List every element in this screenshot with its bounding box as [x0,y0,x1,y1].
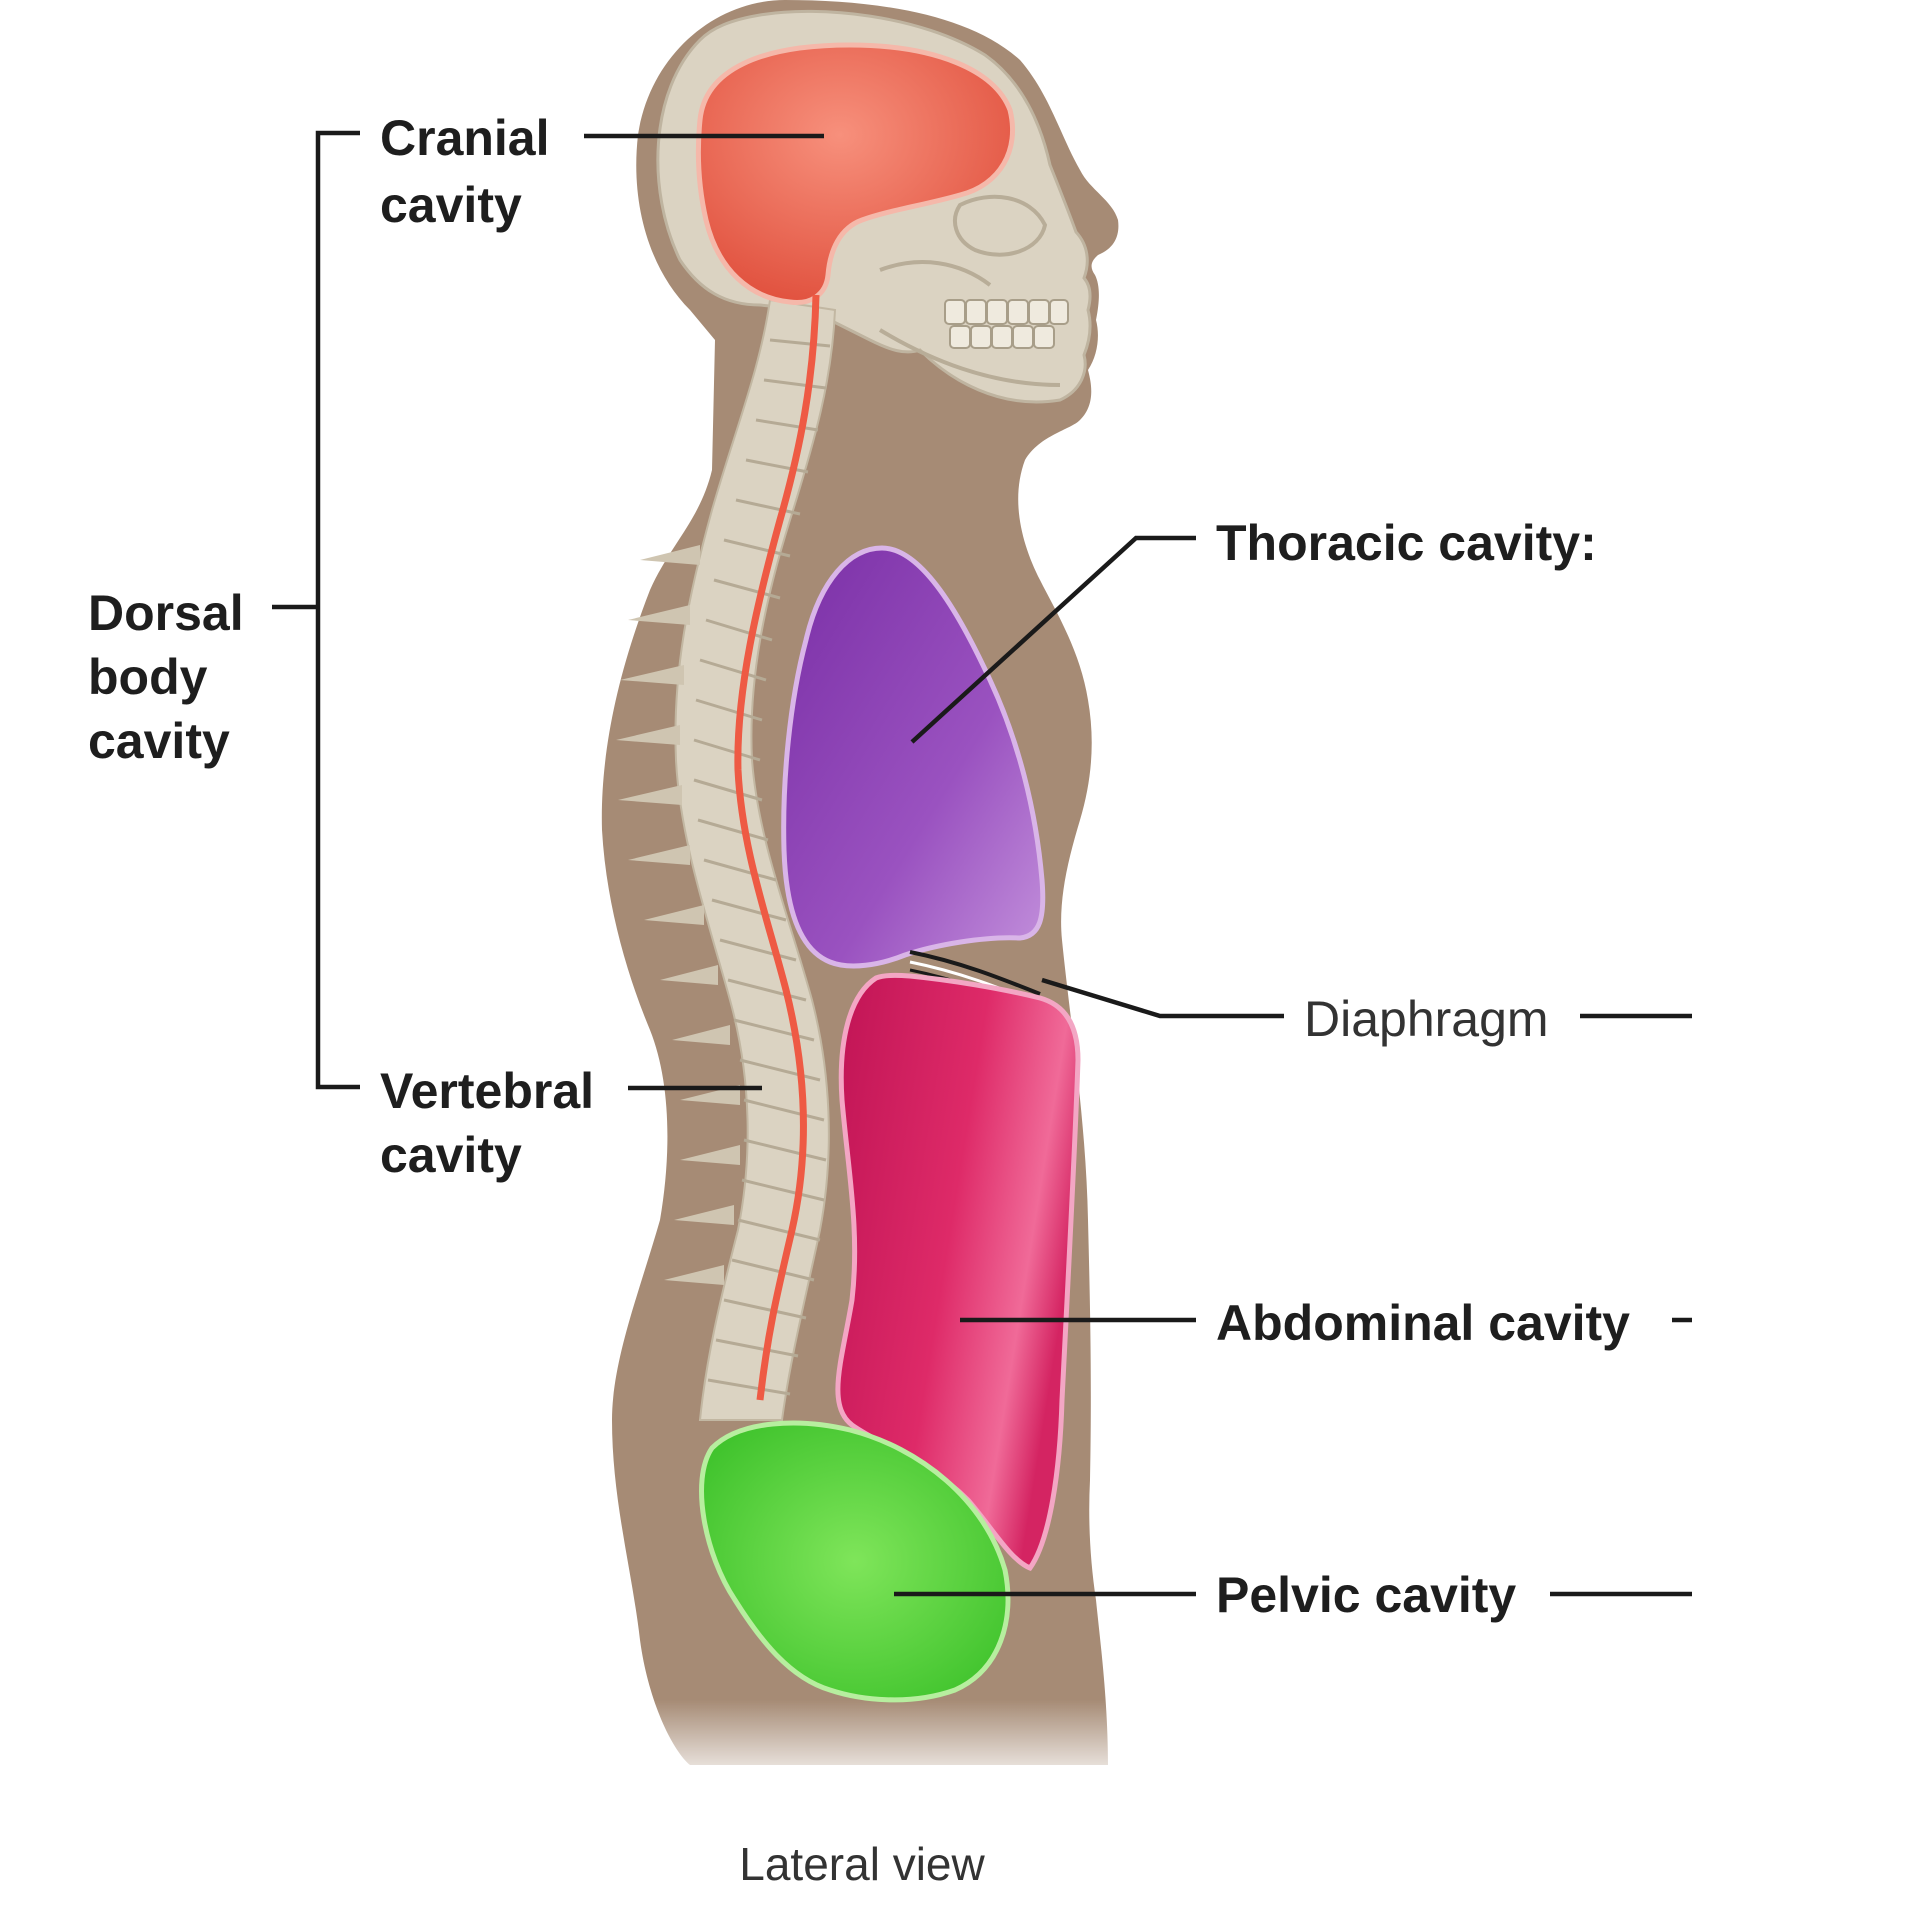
diaphragm-label: Diaphragm [1304,991,1549,1047]
thoracic-label: Thoracic cavity: [1216,515,1597,571]
view-caption: Lateral view [739,1838,985,1890]
spinous-processes [616,545,740,1285]
pelvic-cavity-region [699,1420,1011,1703]
diaphragm-leader [1041,977,1284,1019]
leader-lines [272,130,1692,1597]
abdominal-label: Abdominal cavity [1216,1295,1630,1351]
vertebrae-segments [693,338,831,1396]
spinal-cord [734,294,820,1401]
cranial-label-line1: Cranial [380,110,550,166]
bottom-fade [560,1700,1160,1790]
jaw-line [878,328,1061,387]
cranial-cavity-region [695,42,1016,306]
dorsal-label-line2: body [88,649,208,705]
dorsal-label-line1: Dorsal [88,585,244,641]
thoracic-leader [910,535,1196,744]
skull-orbit [953,194,1048,257]
cranial-label-line2: cavity [380,177,522,233]
abdominal-cavity-region [835,972,1081,1572]
pelvic-label: Pelvic cavity [1216,1567,1516,1623]
thoracic-cavity-region [781,545,1046,969]
vertebral-label-line2: cavity [380,1127,522,1183]
dorsal-label-line3: cavity [88,713,230,769]
dorsal-bracket [315,130,360,1090]
skull-cheekbone [879,260,992,287]
vertebral-label-line1: Vertebral [380,1063,594,1119]
teeth [944,299,1069,349]
